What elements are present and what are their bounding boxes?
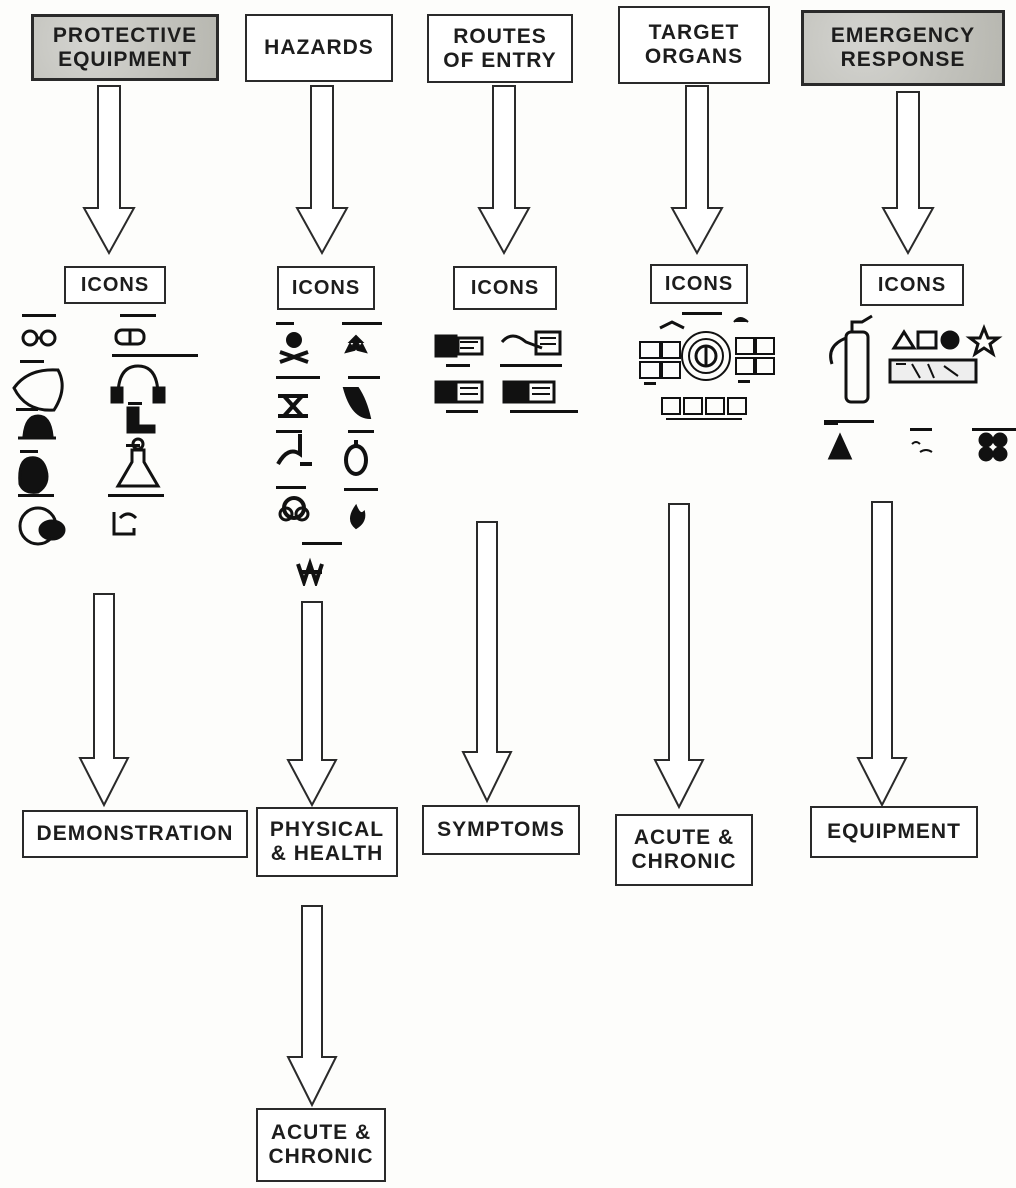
result-acute-chronic-hazards: ACUTE & CHRONIC bbox=[256, 1108, 386, 1182]
arrow-protective-1 bbox=[82, 85, 136, 256]
protective-icons-group bbox=[12, 314, 198, 546]
result-acute-chronic-organs: ACUTE & CHRONIC bbox=[615, 814, 753, 886]
safety-glasses-icon bbox=[21, 329, 57, 347]
hearing-protection-icon bbox=[110, 364, 166, 404]
fire-extinguisher-icon bbox=[829, 314, 873, 404]
arrow-emergency-1 bbox=[881, 91, 935, 256]
gloves-icon bbox=[18, 456, 49, 494]
eye-wash-icon bbox=[911, 441, 933, 453]
ingestion-icon bbox=[434, 380, 484, 404]
irritant-icon bbox=[276, 434, 312, 466]
splash-goggles-icon bbox=[114, 328, 146, 346]
header-emergency-response: EMERGENCY RESPONSE bbox=[801, 10, 1005, 86]
absorption-icon bbox=[500, 330, 562, 356]
arrow-hazards-2 bbox=[286, 601, 338, 808]
arrow-organs-1 bbox=[670, 85, 724, 256]
poison-icon bbox=[279, 332, 309, 364]
radioactive-icon bbox=[344, 334, 368, 354]
boots-icon bbox=[126, 406, 156, 434]
emergency-icons-group bbox=[824, 314, 1016, 462]
corrosive-icon bbox=[342, 387, 372, 420]
breathing-apparatus-icon bbox=[112, 512, 138, 536]
water-reactive-icon bbox=[296, 557, 324, 586]
inhalation-icon bbox=[434, 334, 484, 358]
header-routes-of-entry: ROUTES OF ENTRY bbox=[427, 14, 573, 83]
compressed-gas-icon bbox=[278, 394, 308, 418]
flammable-icon bbox=[350, 503, 366, 530]
icons-label-organs: ICONS bbox=[650, 264, 748, 304]
header-protective-equipment: PROTECTIVE EQUIPMENT bbox=[31, 14, 219, 81]
arrow-emergency-2 bbox=[856, 501, 908, 808]
result-demonstration: DEMONSTRATION bbox=[22, 810, 248, 858]
hard-hat-icon bbox=[18, 414, 56, 440]
arrow-hazards-3 bbox=[286, 905, 338, 1108]
result-physical-health: PHYSICAL & HEALTH bbox=[256, 807, 398, 877]
arrow-routes-1 bbox=[477, 85, 531, 256]
result-equipment: EQUIPMENT bbox=[810, 806, 978, 858]
injection-icon bbox=[502, 380, 556, 404]
result-symptoms: SYMPTOMS bbox=[422, 805, 580, 855]
routes-icons-group bbox=[434, 330, 578, 413]
organs-icons-group bbox=[639, 312, 775, 420]
ventilation-icon bbox=[978, 432, 1008, 462]
arrow-hazards-1 bbox=[295, 85, 349, 256]
icons-label-routes: ICONS bbox=[453, 266, 557, 310]
icons-label-protective: ICONS bbox=[64, 266, 166, 304]
safety-shower-icon bbox=[824, 423, 853, 460]
arrow-routes-2 bbox=[461, 521, 513, 804]
target-organs-icon bbox=[639, 317, 775, 415]
oxidizer-icon bbox=[344, 440, 368, 476]
arrow-organs-2 bbox=[653, 503, 705, 810]
header-target-organs: TARGET ORGANS bbox=[618, 6, 770, 84]
face-shield-icon bbox=[12, 368, 64, 412]
arrow-protective-2 bbox=[78, 593, 130, 808]
fire-class-symbols-icon bbox=[888, 323, 1003, 384]
hazards-icons-group bbox=[276, 322, 382, 586]
icons-label-emergency: ICONS bbox=[860, 264, 964, 306]
icons-label-hazards: ICONS bbox=[277, 266, 375, 310]
respirator-icon bbox=[18, 506, 66, 546]
header-hazards: HAZARDS bbox=[245, 14, 393, 82]
biohazard-icon bbox=[278, 496, 310, 522]
